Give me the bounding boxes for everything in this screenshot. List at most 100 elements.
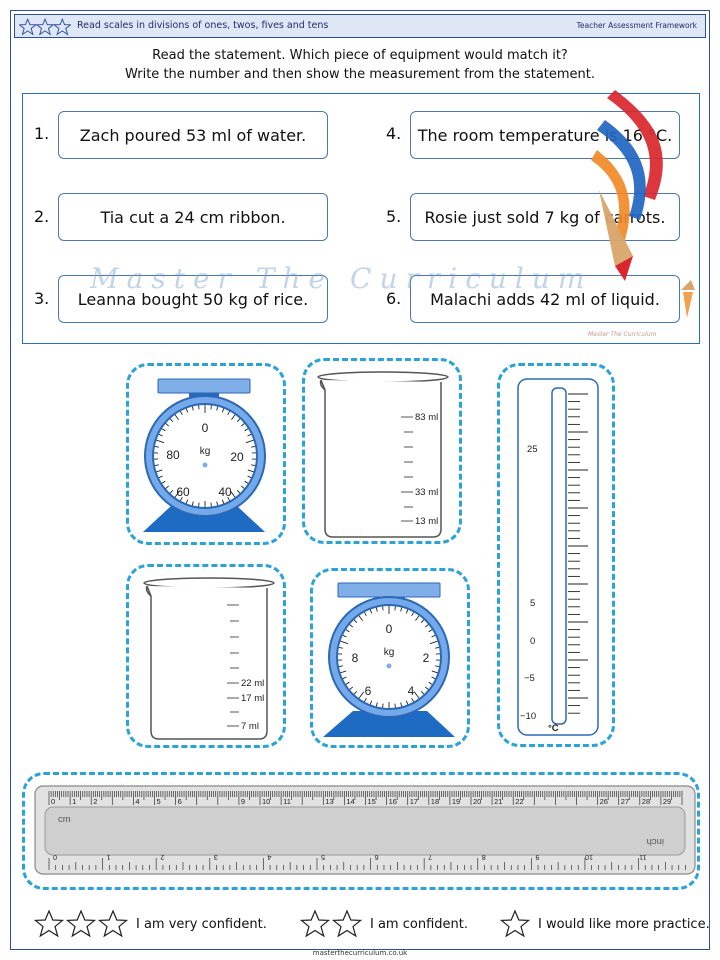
beaker-large-label-33: 33 ml xyxy=(415,487,438,498)
footer-confident-label: I am confident. xyxy=(370,916,468,932)
ruler-inch-label: 11 xyxy=(639,853,646,860)
statements-panel xyxy=(22,93,700,344)
dial-label-20: 20 xyxy=(230,450,244,464)
watermark-label: Master The Curriculum xyxy=(90,262,593,295)
ruler-cm-label: 21 xyxy=(494,797,502,806)
equipment-card-beaker-large: 83 ml 33 ml 13 ml xyxy=(302,358,462,544)
ruler-inch-label: 0 xyxy=(53,853,57,860)
three-stars-icon xyxy=(19,17,71,36)
footer-url: masterthecurriculum.co.uk xyxy=(312,949,408,957)
two-stars-icon xyxy=(300,909,362,938)
ruler-cm-label: 14 xyxy=(346,797,354,806)
footer-confident: I am confident. xyxy=(300,908,468,940)
ruler-cm-label: 17 xyxy=(410,797,418,806)
instruction-line-1: Read the statement. Which piece of equip… xyxy=(152,48,568,63)
ruler-inch-label: 4 xyxy=(267,853,271,860)
beaker-large-label-13: 13 ml xyxy=(415,516,438,527)
dial-label-0: 0 xyxy=(202,421,209,435)
ruler-cm-label: 10 xyxy=(262,797,270,806)
ruler-cm-label: 5 xyxy=(157,797,161,806)
small-watermark: Master The Curriculum xyxy=(588,331,657,338)
ruler-cm-label: 18 xyxy=(431,797,439,806)
beaker-large-drawing: 83 ml 33 ml 13 ml xyxy=(317,371,449,538)
ruler-inch-label: 10 xyxy=(585,853,593,860)
beaker-small-label-22: 22 ml xyxy=(241,678,264,689)
ruler-unit-cm: cm xyxy=(58,814,71,825)
ruler-cm-label: 1 xyxy=(72,797,76,806)
header-framework-label: Teacher Assessment Framework xyxy=(576,21,697,30)
dial-label-2: 2 xyxy=(423,651,430,665)
ruler-inch-label: 2 xyxy=(160,853,164,860)
ruler-cm-label: 28 xyxy=(642,797,650,806)
dial-label-40: 40 xyxy=(218,485,232,499)
footer-more-practice: I would like more practice. xyxy=(500,908,710,940)
ruler-inch-label: 9 xyxy=(535,853,539,860)
ruler-inch-label: 1 xyxy=(107,853,111,860)
statement-box-1: Zach poured 53 ml of water. xyxy=(58,111,328,159)
ruler-cm-label: 13 xyxy=(325,797,333,806)
instructions: Read the statement. Which piece of equip… xyxy=(0,46,720,84)
ruler-cm-label: 6 xyxy=(178,797,182,806)
dial-label-80: 80 xyxy=(166,448,180,462)
ruler-cm-label: 11 xyxy=(283,797,291,806)
star-icon xyxy=(500,909,530,938)
thermometer-drawing: 25 5 0 −5 −10 °C xyxy=(517,378,599,736)
ruler-cm-label: 4 xyxy=(135,797,139,806)
thermo-label-0: 0 xyxy=(530,636,535,647)
dial-unit: kg xyxy=(384,647,395,658)
statement-box-6: Malachi adds 42 ml of liquid. xyxy=(410,275,680,323)
statement-box-2: Tia cut a 24 cm ribbon. xyxy=(58,193,328,241)
statement-number-4: 4. xyxy=(386,124,402,143)
equipment-card-beaker-small: 22 ml 17 ml 7 ml xyxy=(126,564,286,748)
ruler-cm-label: 22 xyxy=(515,797,523,806)
pencil-logo-icon xyxy=(591,90,695,318)
statement-number-3: 3. xyxy=(34,289,50,308)
statement-number-1: 1. xyxy=(34,124,50,143)
instruction-line-2: Write the number and then show the measu… xyxy=(124,67,596,82)
beaker-small-label-7: 7 ml xyxy=(241,721,259,732)
ruler-cm-label: 19 xyxy=(452,797,460,806)
ruler-cm-label: 0 xyxy=(51,797,55,806)
dial-label-6: 6 xyxy=(365,684,372,698)
thermo-label-minus10: −10 xyxy=(520,711,536,722)
statement-number-6: 6. xyxy=(386,289,402,308)
ruler-cm-label: 2 xyxy=(93,797,97,806)
beaker-large-label-83: 83 ml xyxy=(415,412,438,423)
ruler-inch-label: 6 xyxy=(375,853,379,860)
ruler-cm-label: 16 xyxy=(389,797,397,806)
ruler-cm-label: 27 xyxy=(621,797,629,806)
page-frame xyxy=(10,10,710,950)
ruler-unit-inch: inch xyxy=(647,836,664,847)
equipment-card-kg-scale-twos: 0 2 4 6 8 kg xyxy=(310,568,470,748)
header-title: Read scales in divisions of ones, twos, … xyxy=(77,20,329,31)
kg-scale-tens-drawing: 0 20 40 60 80 kg xyxy=(143,378,266,532)
ruler-cm-label: 9 xyxy=(241,797,245,806)
dial-unit: kg xyxy=(200,446,211,457)
footer-more-practice-label: I would like more practice. xyxy=(538,916,710,932)
beaker-small-drawing: 22 ml 17 ml 7 ml xyxy=(143,577,275,740)
beaker-small-label-17: 17 ml xyxy=(241,693,264,704)
ruler-inch-label: 8 xyxy=(482,853,486,860)
equipment-card-kg-scale-tens: 0 20 40 60 80 kg xyxy=(126,363,286,545)
thermo-label-minus5: −5 xyxy=(524,673,535,684)
three-stars-icon xyxy=(34,909,128,938)
ruler-cm-label: 15 xyxy=(368,797,376,806)
statement-number-5: 5. xyxy=(386,207,402,226)
header-bar: Read scales in divisions of ones, twos, … xyxy=(14,14,706,38)
thermo-unit: °C xyxy=(548,723,559,734)
ruler-cm-label: 29 xyxy=(663,797,671,806)
thermo-label-25: 25 xyxy=(527,444,538,455)
ruler-cm-label: 20 xyxy=(473,797,481,806)
dial-label-60: 60 xyxy=(176,485,190,499)
equipment-card-thermometer: 25 5 0 −5 −10 °C xyxy=(497,363,615,747)
kg-scale-twos-drawing: 0 2 4 6 8 kg xyxy=(323,582,455,737)
ruler-inch-label: 3 xyxy=(214,853,218,860)
ruler-cm-label: 26 xyxy=(600,797,608,806)
ruler-inch-label: 7 xyxy=(428,853,432,860)
watermark-text: Master The Curriculum xyxy=(90,262,592,295)
ruler-inch-label: 5 xyxy=(321,853,325,860)
dial-label-4: 4 xyxy=(408,684,415,698)
dial-label-8: 8 xyxy=(352,651,359,665)
